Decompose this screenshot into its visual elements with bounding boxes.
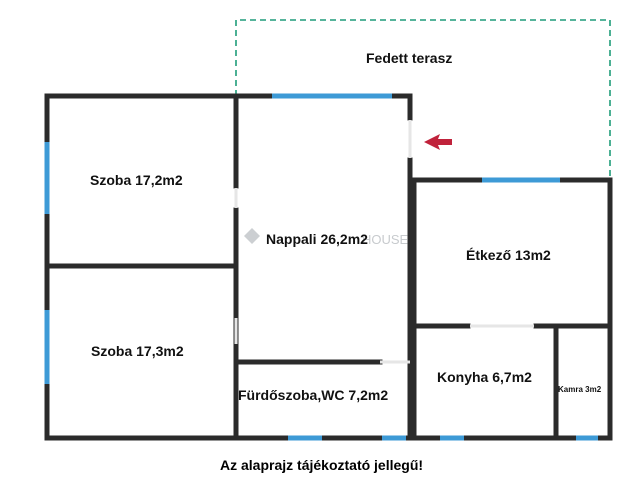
room-label-etkezo: Étkező 13m2 [466, 247, 551, 263]
entrance-arrow-icon [424, 134, 452, 150]
plan-caption: Az alaprajz tájékoztató jellegű! [220, 457, 423, 473]
watermark: HOUSE [244, 228, 409, 247]
room-label-nappali: Nappali 26,2m2 [266, 231, 368, 247]
room-label-szoba-2: Szoba 17,3m2 [91, 343, 184, 359]
watermark-text: HOUSE [362, 232, 409, 247]
room-label-szoba-1: Szoba 17,2m2 [90, 172, 183, 188]
windows [44, 93, 598, 441]
terrace-label: Fedett terasz [366, 50, 452, 66]
room-label-furdoszoba: Fürdőszoba,WC 7,2m2 [238, 387, 388, 403]
room-label-kamra: Kamra 3m2 [558, 385, 602, 394]
terrace-outline [235, 19, 611, 180]
room-label-konyha: Konyha 6,7m2 [437, 369, 532, 385]
door-openings [234, 120, 534, 364]
covered-terrace [235, 19, 611, 180]
